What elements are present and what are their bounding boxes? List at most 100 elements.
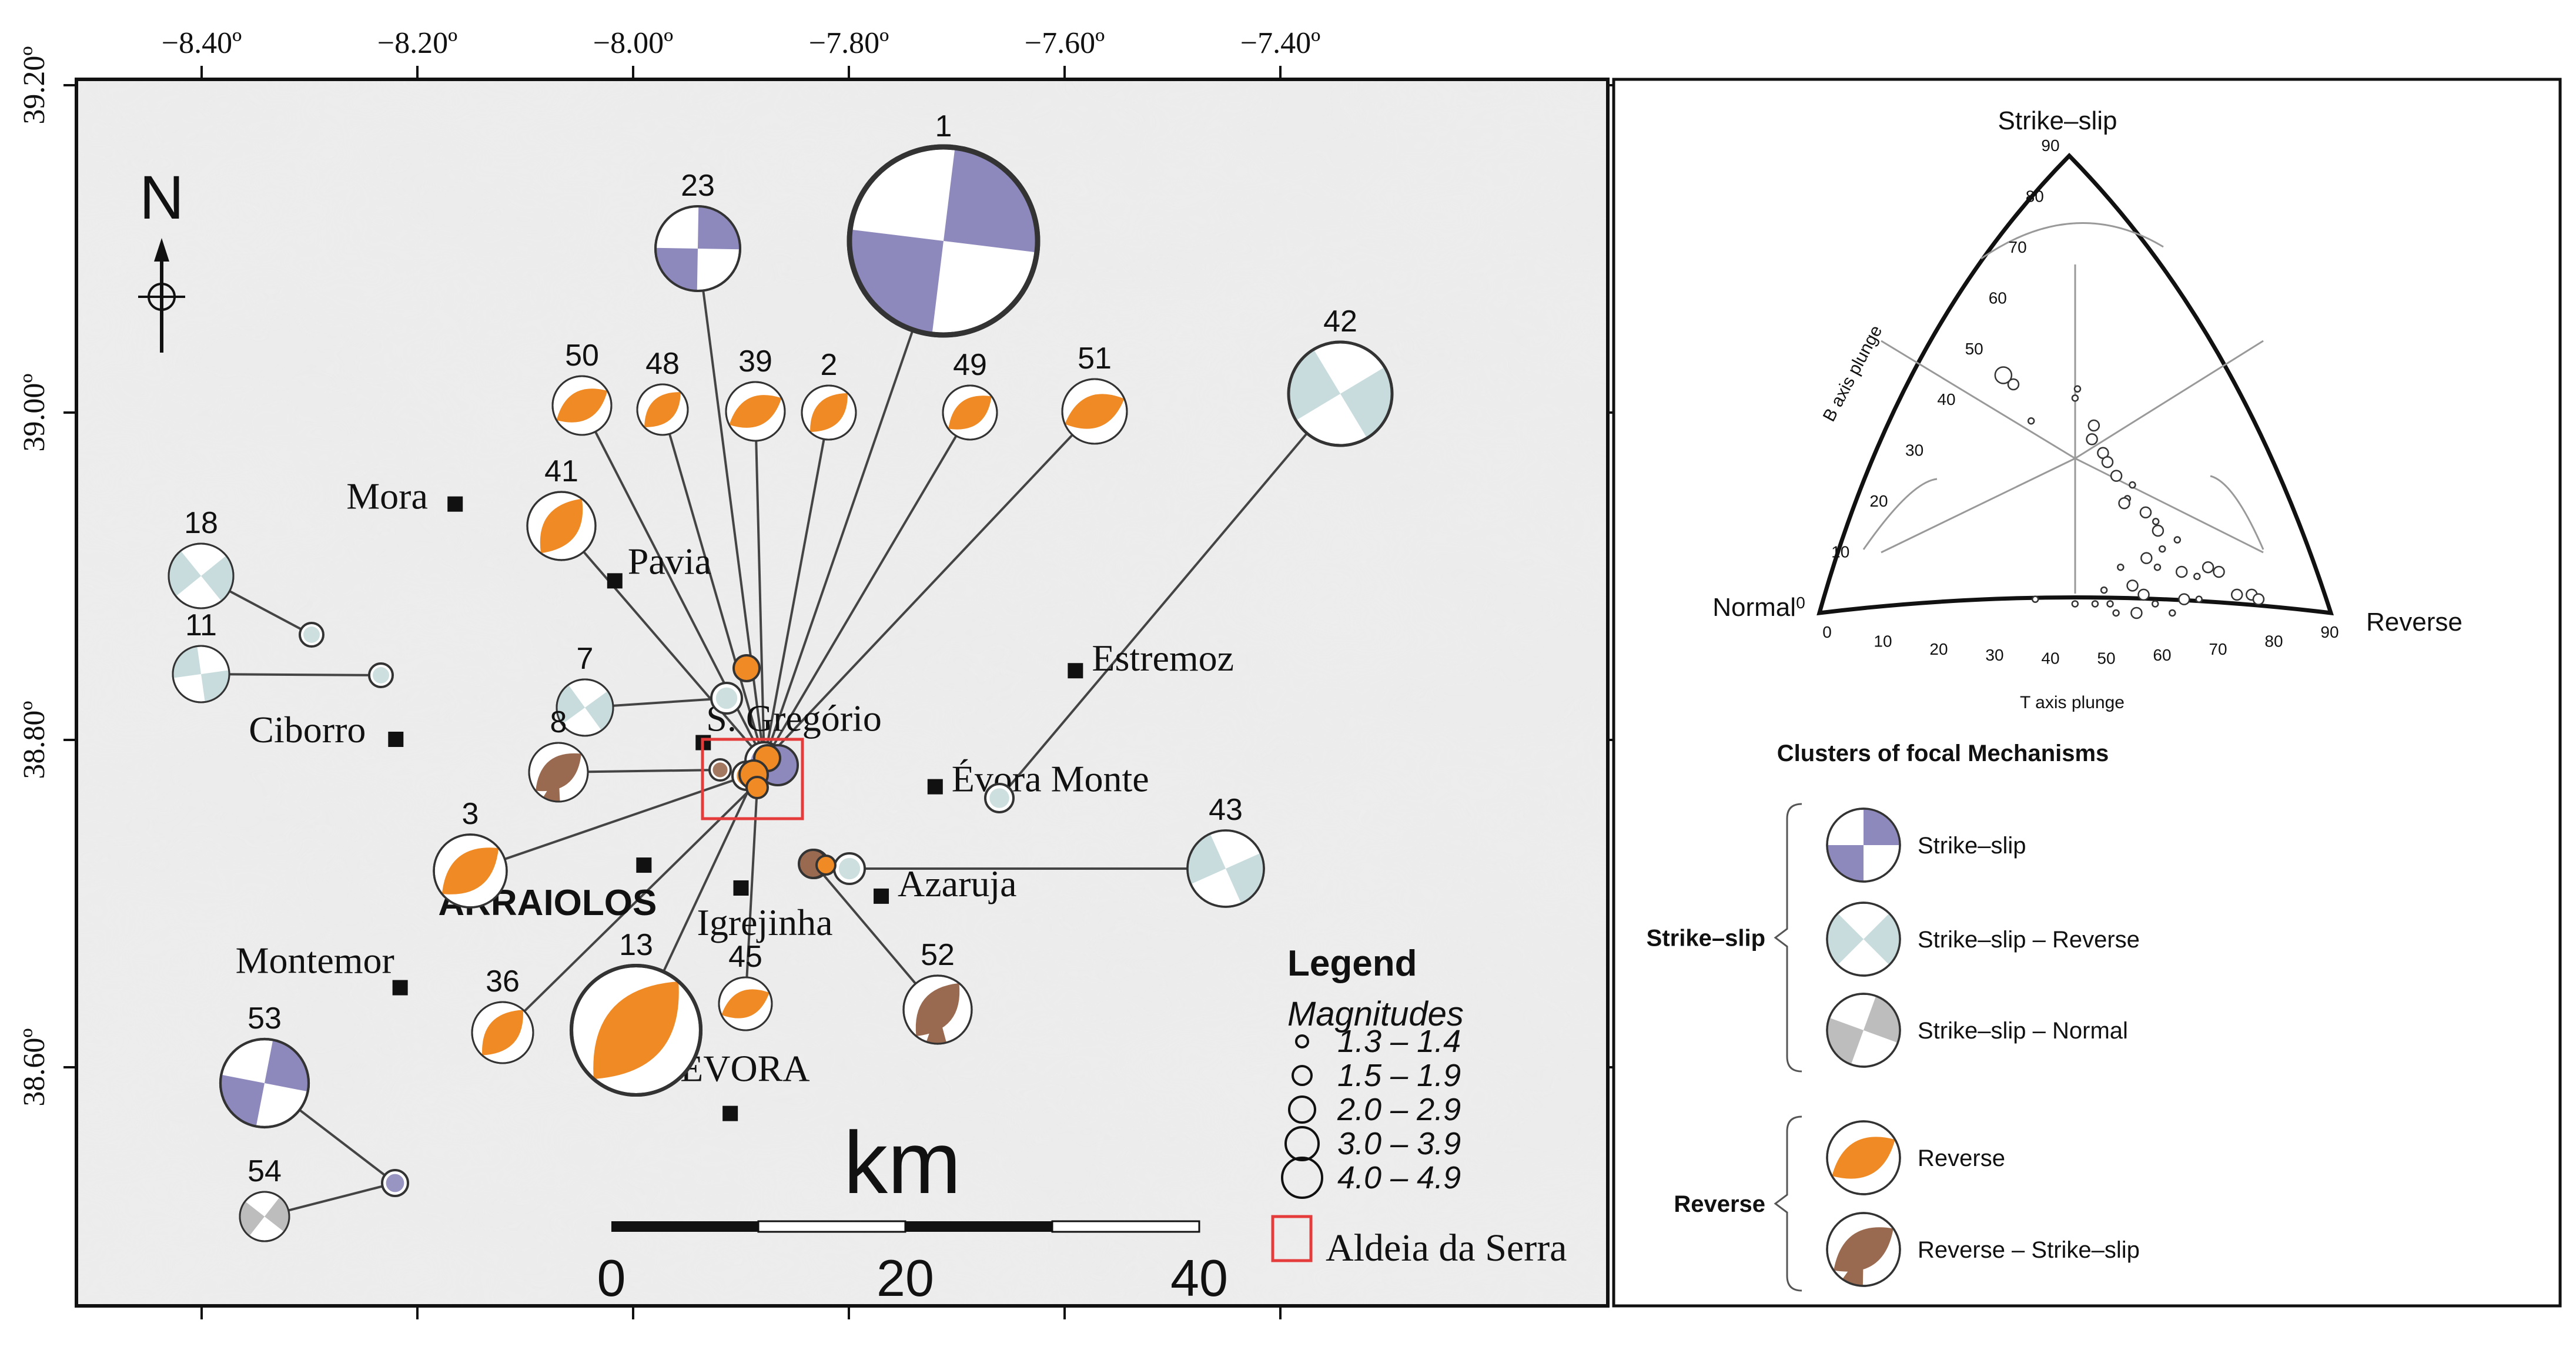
beachball-quadrant bbox=[849, 229, 944, 334]
beachball-rim bbox=[1826, 1120, 1901, 1195]
event-8: 8 bbox=[528, 705, 732, 803]
lon-tick-label: −8.00º bbox=[593, 26, 673, 60]
scale-label-0: 0 bbox=[597, 1249, 626, 1307]
ternary-b-tick: 70 bbox=[2009, 238, 2027, 256]
legend-study-box-icon bbox=[1271, 1215, 1313, 1262]
event-beachball bbox=[433, 833, 508, 909]
ternary-point bbox=[2193, 572, 2201, 581]
event-43: 43 bbox=[833, 793, 1265, 908]
event-42: 42 bbox=[984, 304, 1394, 813]
map-legend: Legend Magnitudes 1.3 – 1.41.5 – 1.92.0 … bbox=[1271, 943, 1567, 1269]
town-label: Igrejinha bbox=[697, 902, 833, 943]
beachball-lobe bbox=[729, 395, 782, 428]
ternary-point bbox=[2129, 481, 2136, 489]
beachball-quadrant bbox=[201, 670, 229, 702]
ternary-guide-line bbox=[1881, 340, 2076, 460]
scale-unit: km bbox=[844, 1113, 961, 1212]
town--vora-monte: Évora Monte bbox=[927, 758, 1149, 800]
beachball-quadrant bbox=[265, 1197, 289, 1232]
beachball-rim bbox=[1826, 993, 1901, 1068]
ternary-b-tick: 90 bbox=[2041, 136, 2059, 155]
lon-tick-label: −8.20º bbox=[377, 26, 457, 60]
beachball-rim bbox=[219, 1037, 310, 1129]
event-51: 51 bbox=[1061, 341, 1128, 445]
beachball-rim bbox=[902, 974, 973, 1045]
beachball-quadrant bbox=[168, 551, 201, 597]
cluster-group-name: Strike–slip bbox=[1647, 926, 1765, 951]
event-beachball bbox=[942, 384, 998, 441]
town-marker bbox=[447, 496, 463, 512]
beachball-rim bbox=[1826, 902, 1901, 977]
scale-bar: km 0 20 40 bbox=[597, 1113, 1228, 1307]
ternary-point bbox=[2178, 593, 2190, 605]
beachball-quadrant bbox=[1187, 833, 1226, 884]
ternary-point bbox=[2137, 588, 2150, 601]
town-pavia: Pavia bbox=[607, 540, 711, 589]
study-area-box bbox=[701, 738, 804, 820]
right-panel: Strike–slipNormalReverse0102030405060708… bbox=[1612, 78, 2562, 1308]
ternary-arc-left bbox=[1862, 478, 1938, 550]
ternary-point bbox=[2202, 561, 2214, 574]
ternary-t-tick: 40 bbox=[2041, 649, 2059, 667]
ternary-b-tick: 30 bbox=[1905, 441, 1923, 460]
town-marker bbox=[733, 880, 749, 896]
beachball-rim bbox=[168, 542, 235, 609]
cluster-item-label: Strike–slip – Normal bbox=[1918, 1018, 2128, 1044]
ternary-t-tick: 70 bbox=[2209, 640, 2227, 658]
epicenter-fill bbox=[838, 857, 861, 880]
ternary-point bbox=[2153, 563, 2162, 571]
event-label: 53 bbox=[247, 1001, 282, 1036]
event-label: 42 bbox=[1323, 304, 1357, 339]
cluster-item-label: Reverse – Strike–slip bbox=[1918, 1237, 2140, 1263]
ternary-point bbox=[2112, 609, 2120, 617]
event-label: 2 bbox=[821, 348, 838, 382]
north-label: N bbox=[139, 163, 184, 232]
town-marker bbox=[636, 857, 652, 873]
ternary-t-axis-label: T axis plunge bbox=[2020, 693, 2125, 712]
ternary-label-left: Normal bbox=[1712, 593, 1796, 622]
town-label: Montemor bbox=[236, 940, 394, 981]
beachball-lobe bbox=[810, 393, 848, 433]
event-beachball bbox=[1186, 829, 1265, 908]
beachball-rim bbox=[1061, 378, 1128, 445]
beachball-rim bbox=[569, 963, 703, 1097]
town-marker bbox=[1068, 663, 1083, 679]
ternary-point bbox=[1994, 366, 2013, 384]
event-label: 7 bbox=[577, 642, 594, 676]
event-label: 49 bbox=[953, 348, 987, 382]
legend-magnitude-label: 3.0 – 3.9 bbox=[1337, 1126, 1461, 1161]
event-48: 48 bbox=[636, 347, 689, 436]
beachball-quadrant bbox=[1864, 913, 1900, 965]
lat-tick-label: 38.80º bbox=[18, 701, 51, 779]
map-frame bbox=[75, 78, 1610, 1308]
ternary-point bbox=[2173, 536, 2182, 544]
town-mora: Mora bbox=[346, 475, 463, 517]
lon-tick-label: −8.40º bbox=[162, 26, 242, 60]
town-marker bbox=[722, 1105, 738, 1121]
north-arrow-head bbox=[154, 238, 169, 262]
ternary-point bbox=[2151, 600, 2159, 608]
beachball-rim bbox=[718, 976, 773, 1031]
ternary-guide-line bbox=[2075, 340, 2264, 460]
ternary-point bbox=[2130, 607, 2143, 619]
connection-line-42 bbox=[998, 393, 1341, 799]
event-beachball bbox=[1061, 378, 1128, 445]
beachball-wedge bbox=[1842, 1249, 1864, 1286]
connection-lines bbox=[200, 240, 1341, 1218]
beachball-rim bbox=[847, 144, 1041, 338]
ternary-guide-line bbox=[2075, 457, 2264, 554]
beachball-quadrant bbox=[173, 646, 201, 678]
ternary-point bbox=[2031, 595, 2039, 603]
legend-magnitude-label: 1.3 – 1.4 bbox=[1337, 1024, 1461, 1059]
epicenter-marker bbox=[732, 654, 761, 682]
beachball-quadrant bbox=[1226, 853, 1264, 904]
ternary-point bbox=[2126, 579, 2139, 592]
scale-segment-4 bbox=[1051, 1220, 1200, 1233]
ternary-point bbox=[2175, 565, 2188, 578]
town-label: Ciborro bbox=[249, 709, 366, 750]
ternary-label-right: Reverse bbox=[2366, 608, 2463, 636]
beachball-quadrant bbox=[220, 1074, 265, 1127]
event-1: 1 bbox=[744, 109, 1041, 781]
